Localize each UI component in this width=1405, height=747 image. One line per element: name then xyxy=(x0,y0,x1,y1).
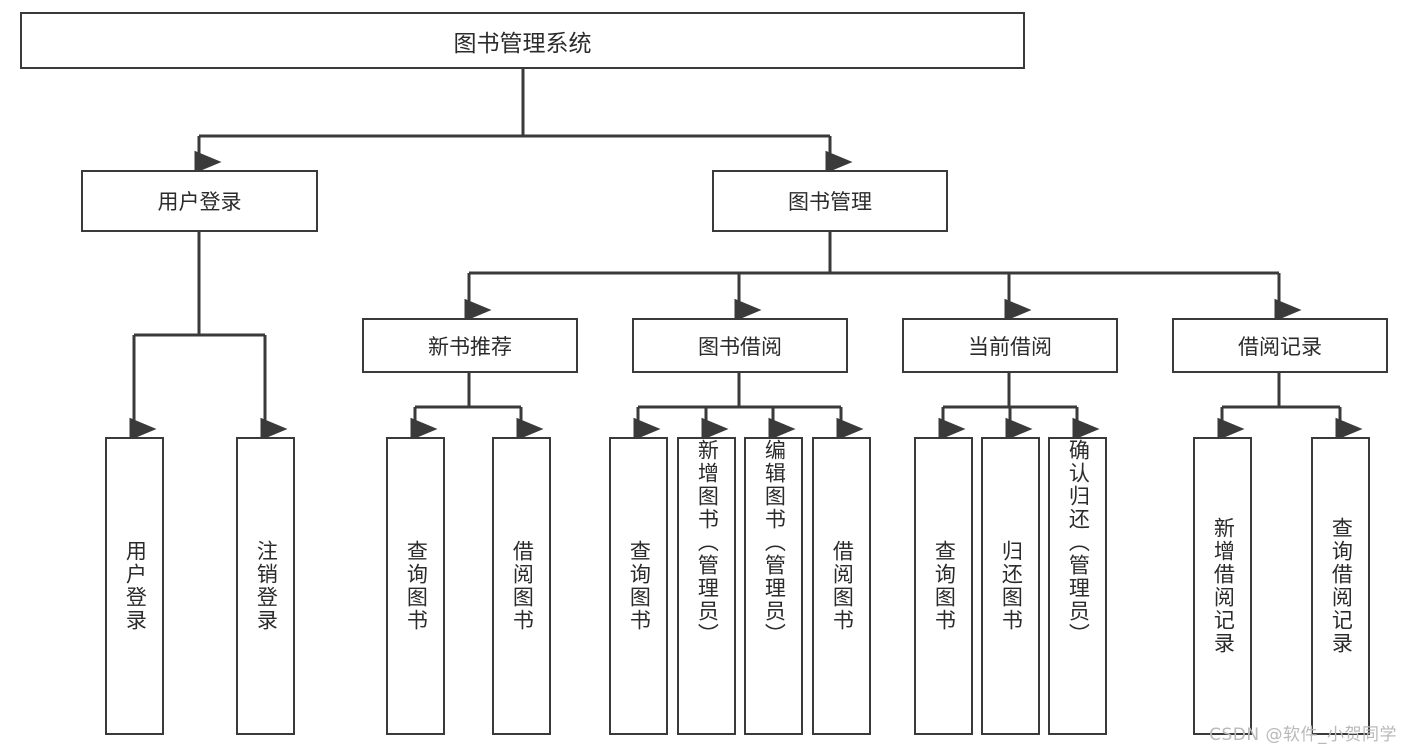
node-leaf-borrow-book-recommend[interactable]: 借阅图书 xyxy=(492,437,551,735)
node-leaf-user-login[interactable]: 用户登录 xyxy=(105,437,164,735)
node-leaf-query-book-recommend[interactable]: 查询图书 xyxy=(386,437,445,735)
node-leaf-edit-book[interactable]: 编辑图书（管理员） xyxy=(744,437,803,735)
node-label: 编辑图书（管理员） xyxy=(762,439,787,646)
node-leaf-query-book-current[interactable]: 查询图书 xyxy=(914,437,973,735)
watermark: CSDN @软件_小贺同学 xyxy=(1209,725,1397,745)
node-leaf-query-borrow-record[interactable]: 查询借阅记录 xyxy=(1311,437,1370,735)
node-label: 查询借阅记录 xyxy=(1329,517,1354,655)
node-label: 新书推荐 xyxy=(428,334,512,359)
node-new-book-recommend[interactable]: 新书推荐 xyxy=(362,318,578,373)
node-label: 注销登录 xyxy=(254,540,279,632)
node-label: 借阅记录 xyxy=(1238,334,1322,359)
node-current-borrow[interactable]: 当前借阅 xyxy=(902,318,1118,373)
node-label: 图书借阅 xyxy=(698,334,782,359)
node-label: 图书管理系统 xyxy=(453,30,592,57)
node-label: 查询图书 xyxy=(627,540,652,632)
node-leaf-add-book[interactable]: 新增图书（管理员） xyxy=(677,437,736,735)
node-label: 新增借阅记录 xyxy=(1211,517,1236,655)
node-label: 用户登录 xyxy=(123,540,148,632)
node-label: 用户登录 xyxy=(157,190,242,214)
node-label: 新增图书（管理员） xyxy=(695,439,720,646)
node-label: 查询图书 xyxy=(932,540,957,632)
node-leaf-return-book[interactable]: 归还图书 xyxy=(981,437,1040,735)
node-label: 当前借阅 xyxy=(968,334,1052,359)
node-label: 借阅图书 xyxy=(830,540,855,632)
node-borrow-record[interactable]: 借阅记录 xyxy=(1172,318,1388,373)
node-label: 归还图书 xyxy=(999,540,1024,632)
node-root-book-management-system[interactable]: 图书管理系统 xyxy=(20,12,1025,69)
node-leaf-confirm-return[interactable]: 确认归还（管理员） xyxy=(1048,437,1107,735)
node-user-login[interactable]: 用户登录 xyxy=(81,170,318,232)
node-leaf-query-book-borrow[interactable]: 查询图书 xyxy=(609,437,668,735)
node-leaf-user-logout[interactable]: 注销登录 xyxy=(236,437,295,735)
node-label: 借阅图书 xyxy=(510,540,535,632)
node-book-manage[interactable]: 图书管理 xyxy=(712,170,948,232)
node-label: 图书管理 xyxy=(788,190,872,214)
node-label: 确认归还（管理员） xyxy=(1066,439,1091,646)
node-book-borrow[interactable]: 图书借阅 xyxy=(632,318,848,373)
node-leaf-add-borrow-record[interactable]: 新增借阅记录 xyxy=(1193,437,1252,735)
node-label: 查询图书 xyxy=(404,540,429,632)
node-leaf-borrow-book[interactable]: 借阅图书 xyxy=(812,437,871,735)
